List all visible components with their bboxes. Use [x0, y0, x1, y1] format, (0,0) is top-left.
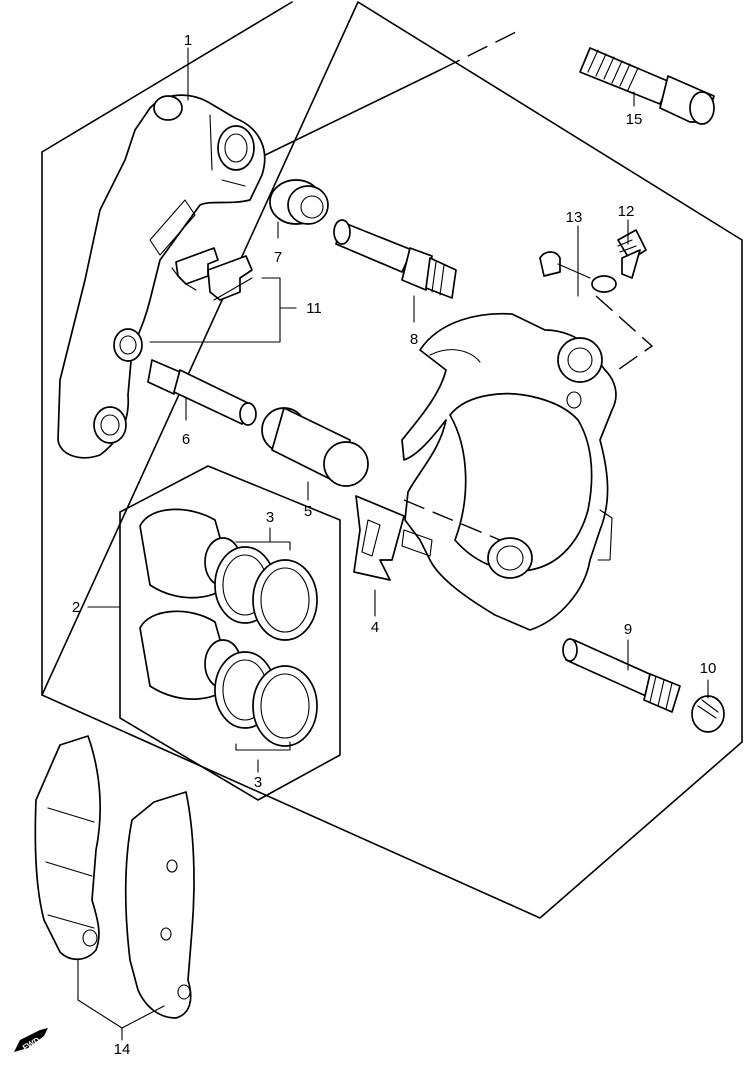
pin-plug: [691, 695, 725, 733]
callout-1: 1: [184, 32, 192, 49]
callout-2: 2: [72, 599, 80, 616]
caliper-body: [401, 312, 617, 631]
callout-10: 10: [700, 660, 717, 677]
callout-4: 4: [371, 619, 379, 636]
bleeder-cap: [539, 251, 617, 293]
callout-15: 15: [626, 111, 643, 128]
callout-11: 11: [306, 300, 322, 317]
pin-boot: [269, 179, 329, 225]
pin-boot-lower: [261, 407, 369, 487]
callout-9: 9: [624, 621, 632, 638]
callout-7: 7: [274, 249, 282, 266]
callout-12: 12: [618, 203, 635, 220]
callout-8: 8: [410, 331, 418, 348]
forward-arrow-icon: FWD: [14, 1028, 48, 1052]
pad-spring: [353, 495, 405, 581]
bracket-pin: [147, 359, 257, 426]
assembly-boundary: [41, 1, 743, 919]
callout-3-lower: 3: [254, 774, 262, 791]
seal-upper: [214, 546, 318, 641]
callout-14: 14: [114, 1041, 131, 1058]
caliper-bracket: [57, 94, 266, 459]
callout-5: 5: [304, 503, 312, 520]
slide-pin-lower: [562, 638, 681, 713]
brake-pad-rear: [124, 791, 195, 1019]
mounting-bolt: [579, 47, 715, 125]
seal-lower: [214, 651, 318, 747]
leader-lines: [77, 47, 709, 1041]
piston-set-box: [119, 465, 341, 801]
bleeder-valve: [617, 229, 647, 279]
pad-spring-clips: [171, 247, 253, 301]
callout-13: 13: [566, 209, 583, 226]
callout-3-upper: 3: [266, 509, 274, 526]
slide-pin-upper: [333, 219, 457, 299]
callout-6: 6: [182, 431, 190, 448]
brake-pad-front: [34, 735, 102, 961]
